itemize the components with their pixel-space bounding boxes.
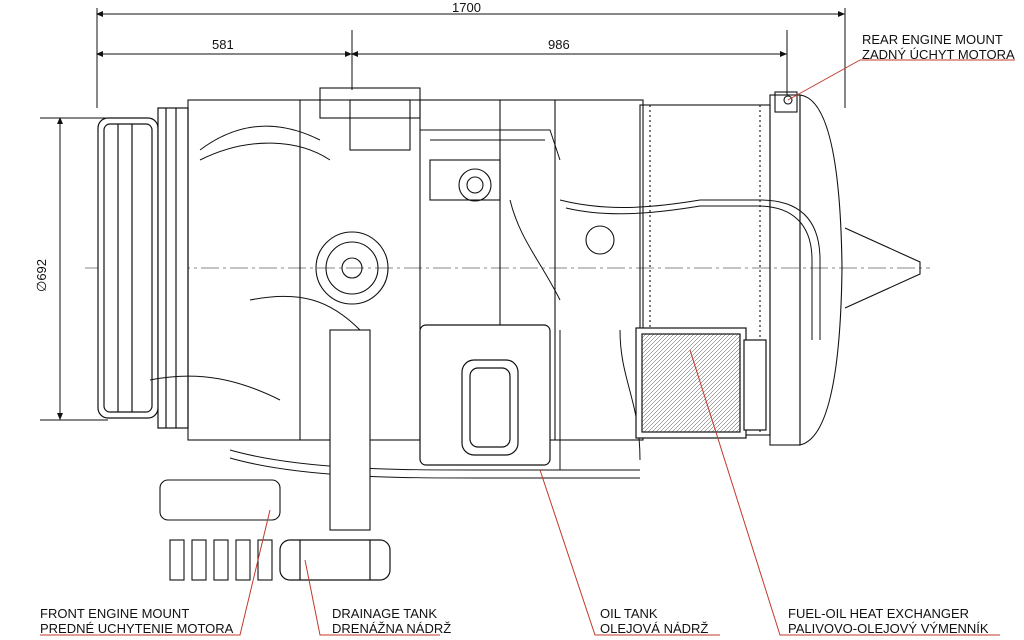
gearbox [315, 168, 615, 305]
heat-exchanger-label: FUEL-OIL HEAT EXCHANGER PALIVOVO-OLEJOVÝ… [788, 606, 989, 636]
drainage-tank-sk: DRENÁŽNA NÁDRŽ [332, 621, 452, 636]
heat-exchanger [635, 327, 767, 439]
dimension-lines [40, 8, 930, 421]
heat-exchanger-sk: PALIVOVO-OLEJOVÝ VÝMENNÍK [788, 621, 989, 636]
oil-tank-sk: OLEJOVÁ NÁDRŽ [600, 621, 709, 636]
rear-section-label: 986 [548, 37, 570, 52]
front-mount-en: FRONT ENGINE MOUNT [40, 606, 190, 621]
front-mount-sk: PREDNÉ UCHYTENIE MOTORA [40, 621, 234, 636]
oil-tank-label: OIL TANK OLEJOVÁ NÁDRŽ [600, 606, 708, 636]
oil-tank [419, 324, 551, 466]
rear-mount-sk: ZADNÝ ÚCHYT MOTORA [862, 47, 1015, 62]
front-engine-mount-label: FRONT ENGINE MOUNT PREDNÉ UCHYTENIE MOTO… [40, 606, 233, 636]
rear-engine-mount-label: REAR ENGINE MOUNT ZADNÝ ÚCHYT MOTORA [862, 32, 1015, 62]
oil-tank-en: OIL TANK [600, 606, 658, 621]
intake-flange [97, 107, 189, 429]
leader-lines [40, 59, 1015, 636]
overall-length-label: 1700 [452, 0, 481, 15]
drainage-tank [279, 539, 391, 581]
drainage-tank-label: DRAINAGE TANK DRENÁŽNA NÁDRŽ [332, 606, 451, 636]
pipework [149, 125, 821, 479]
heat-exchanger-en: FUEL-OIL HEAT EXCHANGER [788, 606, 970, 621]
front-mount [159, 329, 371, 581]
drainage-tank-en: DRAINAGE TANK [332, 606, 437, 621]
front-section-label: 581 [212, 37, 234, 52]
engine-casing [187, 87, 644, 441]
diameter-label: ∅692 [34, 258, 49, 292]
rear-mount-en: REAR ENGINE MOUNT [862, 32, 1003, 47]
